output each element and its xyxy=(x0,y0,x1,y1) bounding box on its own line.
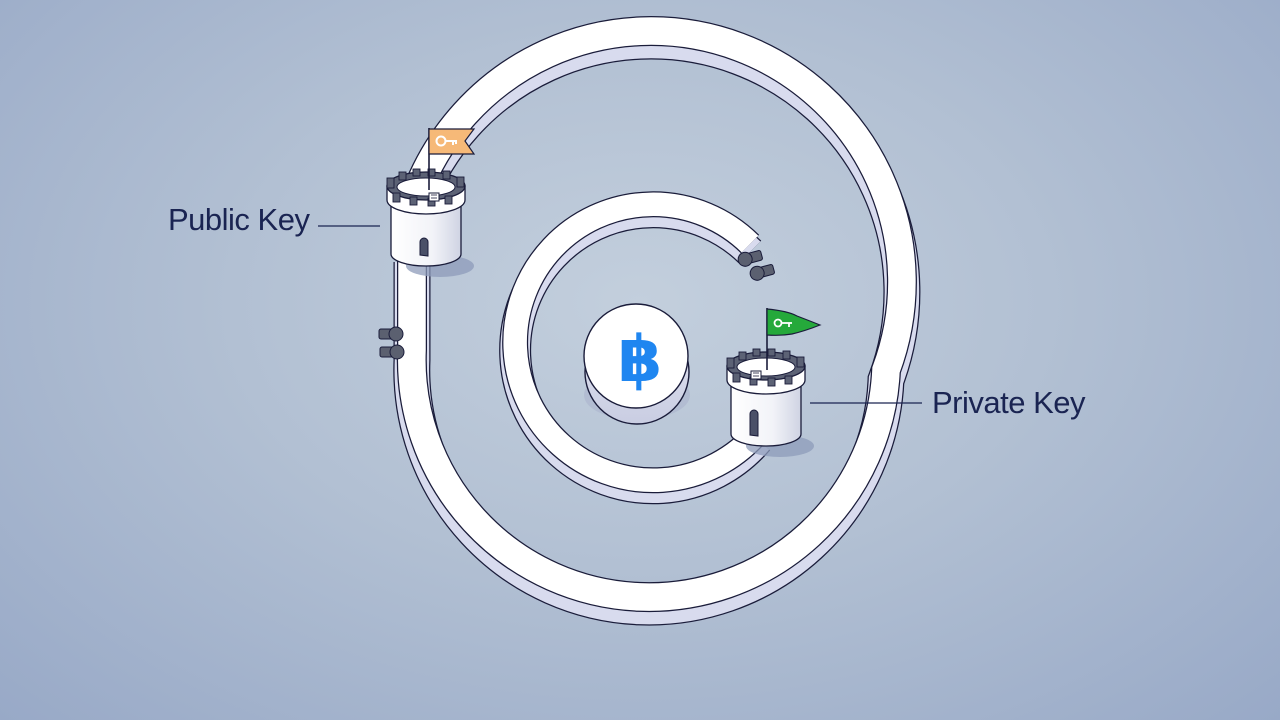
castle-tower-icon xyxy=(726,348,814,457)
private-key-label: Private Key xyxy=(932,385,1086,420)
bitcoin-coin-icon: ฿ xyxy=(583,303,690,425)
cannon-icon xyxy=(378,326,405,360)
inner-spiral-track xyxy=(499,191,771,505)
outer-spiral-track xyxy=(393,16,921,626)
key-flag-icon xyxy=(428,128,476,190)
castle-tower-icon xyxy=(386,168,474,277)
svg-text:฿: ฿ xyxy=(618,323,663,397)
public-key-tower xyxy=(386,128,476,277)
lock-flag-icon xyxy=(766,308,822,370)
private-key-tower xyxy=(726,308,822,457)
cannon-icon xyxy=(737,250,775,281)
public-key-label: Public Key xyxy=(168,202,310,237)
